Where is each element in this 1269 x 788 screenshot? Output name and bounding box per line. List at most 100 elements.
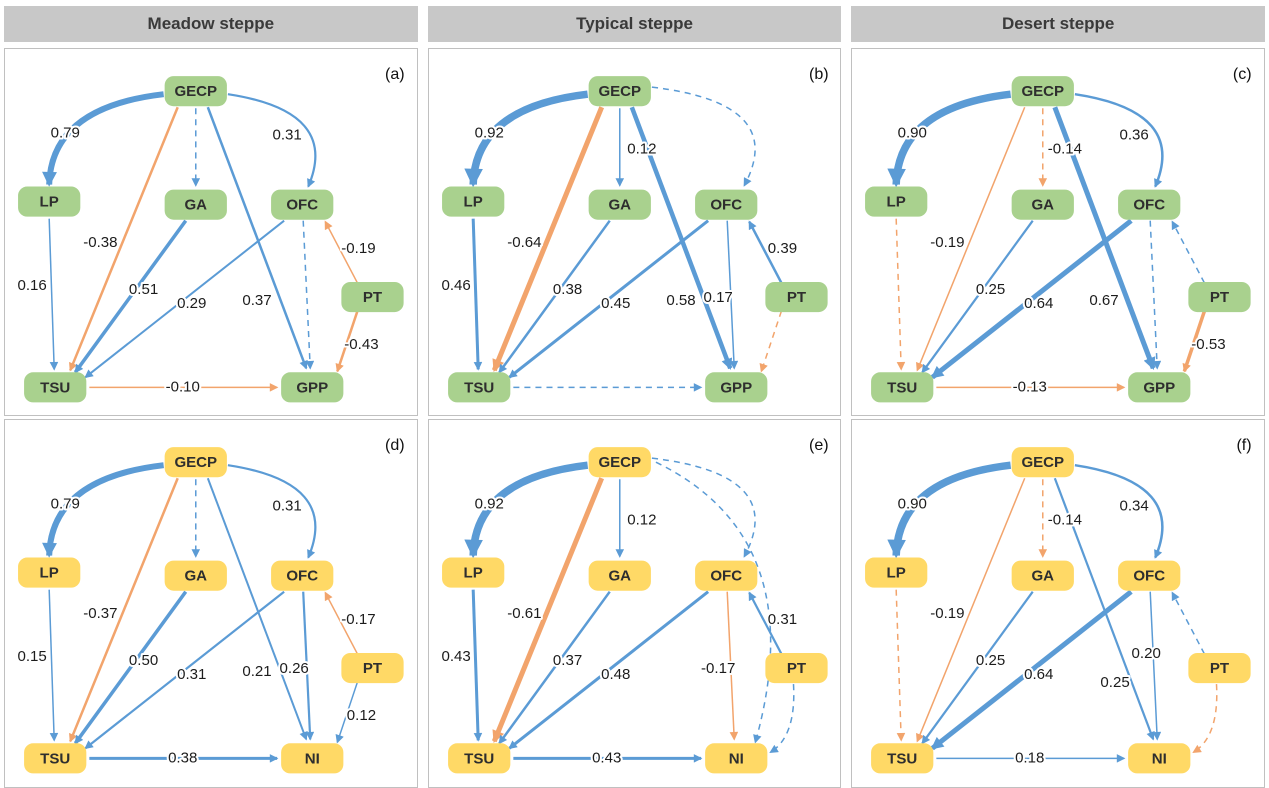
node-label-gecp: GECP [1022, 455, 1065, 472]
edge-label-ofc_tsu: 0.31 [177, 667, 206, 684]
node-label-tsu: TSU [464, 379, 494, 396]
node-ga [164, 561, 227, 592]
node-ni [281, 743, 344, 774]
edge-label-gecp_sink: 0.21 [242, 663, 271, 680]
edge-lp_tsu [471, 218, 482, 371]
node-label-ga: GA [1032, 197, 1055, 214]
node-ofc [694, 561, 758, 592]
edge-pt_sink [335, 682, 359, 745]
edge-ofc_sink [1149, 592, 1162, 742]
edge-label-pt_ofc: -0.19 [341, 240, 375, 257]
edge-gecp_tsu [491, 106, 604, 373]
node-label-gecp: GECP [598, 455, 641, 472]
node-gpp [281, 372, 344, 403]
edge-ofc_tsu [84, 219, 285, 379]
node-label-gecp: GECP [174, 455, 217, 472]
node-ga [588, 189, 651, 220]
edge-gecp_tsu [916, 106, 1026, 372]
node-lp [865, 186, 928, 217]
edge-pt_sink [759, 310, 782, 373]
edge-label-gecp_tsu: -0.37 [83, 605, 117, 622]
edge-lp_tsu [48, 590, 59, 743]
node-pt [341, 653, 404, 684]
edge-label-gecp_sink: 0.37 [242, 292, 271, 309]
edge-gecp_lp [887, 461, 1012, 559]
edge-ofc_tsu [507, 590, 709, 750]
node-lp [18, 558, 81, 589]
edge-ofc_sink [1149, 220, 1162, 370]
node-label-pt: PT [787, 289, 807, 306]
edge-label-ofc_tsu: 0.48 [601, 667, 630, 684]
edge-pt_sink [335, 310, 359, 373]
node-label-ofc: OFC [286, 197, 318, 214]
edge-label-tsu_sink: 0.38 [168, 750, 197, 767]
node-label-tsu: TSU [464, 751, 494, 768]
edge-label-ga_tsu: 0.25 [976, 652, 1005, 669]
panel-letter: (b) [809, 65, 829, 83]
node-label-tsu: TSU [40, 379, 70, 396]
node-label-ga: GA [608, 568, 631, 585]
node-ofc [1118, 561, 1181, 592]
node-label-tsu: TSU [887, 379, 917, 396]
edge-ofc_tsu [931, 590, 1134, 751]
edge-label-ga_tsu: 0.38 [553, 281, 582, 298]
edge-label-gecp_tsu: -0.38 [83, 234, 117, 251]
edge-gecp_sink [629, 106, 733, 370]
node-label-lp: LP [463, 194, 482, 211]
edge-label-gecp_ofc: 0.36 [1120, 126, 1149, 143]
node-label-ni: NI [1152, 751, 1167, 768]
node-gecp [1011, 76, 1075, 107]
node-lp [441, 186, 504, 217]
edge-ga_tsu [497, 219, 611, 374]
node-tsu [24, 743, 87, 774]
edge-label-pt_ofc: 0.31 [767, 611, 796, 628]
edge-label-pt_ofc: -0.17 [341, 611, 375, 628]
node-ga [588, 561, 651, 592]
edge-label-gecp_tsu: -0.19 [931, 234, 965, 251]
edge-label-pt_ofc: 0.39 [767, 240, 796, 257]
node-label-lp: LP [887, 565, 906, 582]
edge-lp_tsu [471, 590, 482, 743]
node-gecp [1011, 447, 1075, 478]
edge-label-ofc_tsu: 0.29 [177, 295, 206, 312]
node-label-tsu: TSU [40, 751, 70, 768]
node-ni [704, 743, 768, 774]
node-gecp [164, 76, 227, 107]
node-label-gecp: GECP [1022, 83, 1065, 100]
edge-gecp_ofc [1075, 92, 1164, 188]
panel-letter: (d) [385, 437, 405, 455]
node-ofc [694, 189, 758, 220]
node-label-tsu: TSU [887, 751, 917, 768]
edge-gecp_ofc_far [651, 86, 756, 187]
node-pt [765, 653, 828, 684]
node-pt [765, 281, 828, 313]
edge-gecp_ofc [227, 464, 317, 560]
node-label-ofc: OFC [1134, 568, 1166, 585]
node-pt [341, 281, 404, 313]
node-label-ga: GA [608, 197, 631, 214]
node-ofc [271, 561, 334, 592]
edge-label-ofc_sink: -0.17 [701, 660, 735, 677]
node-ofc [1118, 189, 1181, 220]
node-gecp [164, 447, 227, 478]
node-gecp [588, 447, 651, 478]
node-label-gpp: GPP [296, 379, 328, 396]
edge-ofc_sink [726, 592, 738, 742]
node-lp [441, 558, 504, 589]
edge-label-gecp_ofc: 0.31 [272, 498, 301, 515]
edge-label-gecp_sink: 0.67 [1090, 292, 1119, 309]
edge-gecp_sink [1052, 106, 1156, 371]
node-label-ofc: OFC [710, 568, 742, 585]
edge-label-ofc_tsu: 0.64 [1024, 295, 1053, 312]
edge-pt_sink_curve [768, 684, 795, 754]
node-gpp [704, 372, 768, 403]
node-label-lp: LP [40, 194, 59, 211]
